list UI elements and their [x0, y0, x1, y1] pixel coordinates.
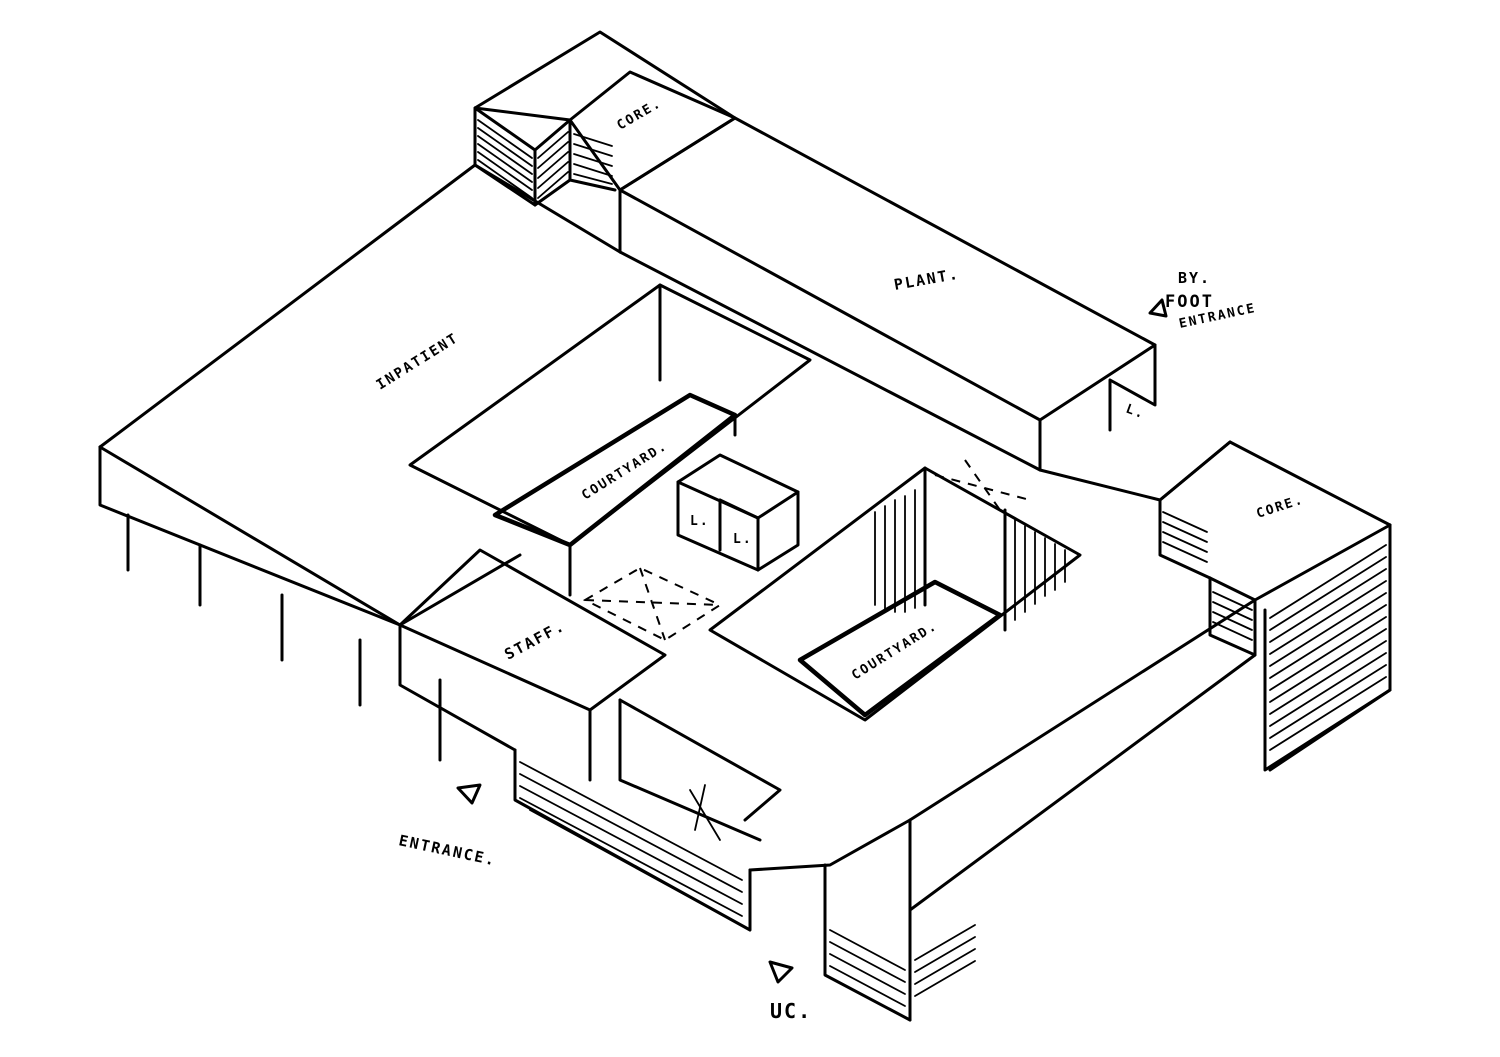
label-foot-entrance-1: BY.: [1178, 269, 1211, 287]
label-foot-entrance-2: FOOT: [1165, 292, 1214, 312]
columns: [126, 513, 442, 762]
label-entrance: ENTRANCE.: [397, 831, 498, 869]
dashed-void: [582, 566, 723, 642]
label-plant: PLANT.: [893, 265, 961, 294]
label-uc: UC.: [770, 999, 812, 1023]
label-courtyard-1: COURTYARD.: [579, 439, 670, 504]
label-lift-right: L.: [1124, 402, 1148, 423]
label-lift-b: L.: [733, 532, 753, 547]
top-left-core-block: [473, 30, 737, 207]
label-core-right: CORE.: [1255, 492, 1306, 521]
staff-block: [398, 548, 782, 932]
courtyard-1-void: [408, 283, 812, 597]
right-core-block: [1158, 440, 1392, 772]
label-lift-a: L.: [690, 514, 710, 529]
foot-entrance-triangle-icon: [1148, 298, 1168, 318]
uc-triangle-icon: [768, 960, 794, 984]
label-inpatient: INPATIENT: [374, 330, 462, 393]
central-lift-block: [676, 453, 800, 572]
courtyard-2-void: [708, 459, 1082, 722]
entrance-triangle-icon: [456, 783, 482, 805]
plant-block: [618, 116, 1157, 472]
label-staff: STAFF.: [501, 617, 568, 664]
label-core-top: CORE.: [615, 96, 665, 134]
bottom-core-block: [829, 924, 976, 1007]
